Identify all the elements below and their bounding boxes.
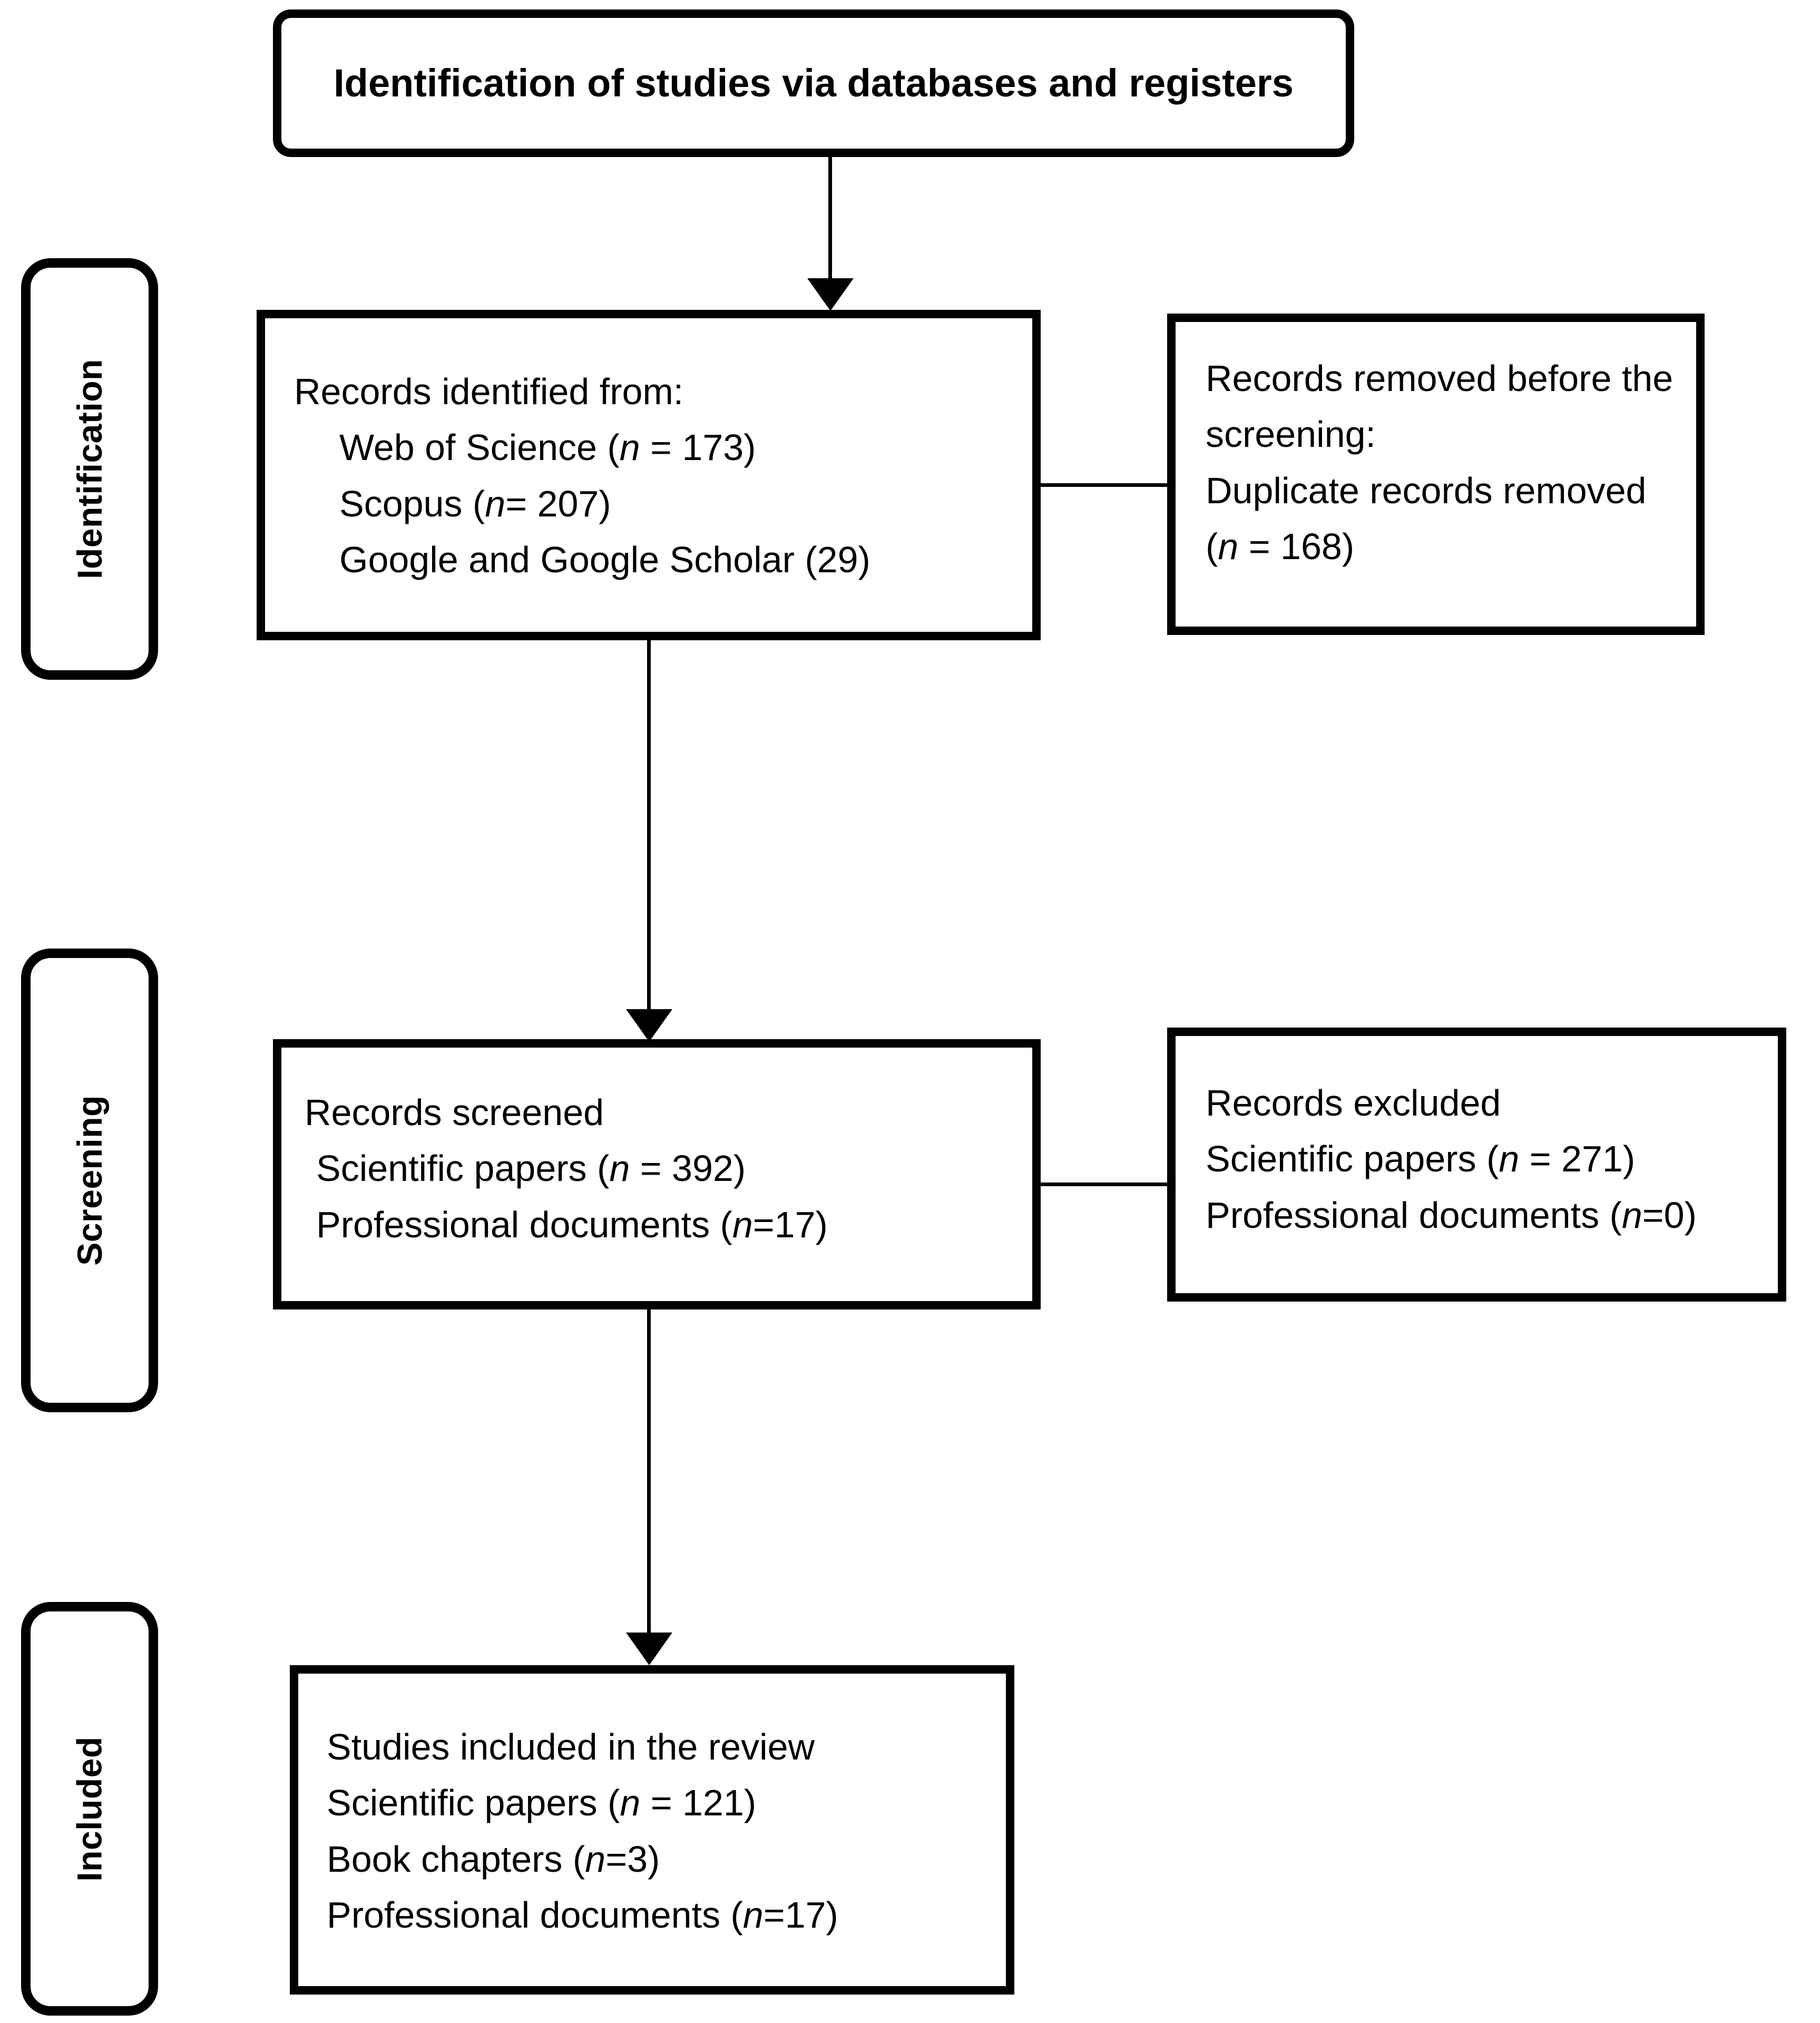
- line-excluded-professional-documents: Professional documents (n=0): [1206, 1194, 1697, 1236]
- studies-included-text: Studies included in the review Scientifi…: [327, 1719, 996, 1943]
- line-web-of-science: Web of Science (n = 173): [339, 427, 756, 468]
- line-included-scientific-papers: Scientific papers (n = 121): [327, 1782, 757, 1824]
- line-duplicates-count: (n = 168): [1206, 526, 1355, 568]
- phase-label-screening: Screening: [70, 1095, 110, 1266]
- line-removed-before-screening-2: screening:: [1206, 414, 1376, 455]
- arrowhead-title-to-identified: [807, 278, 854, 311]
- line-studies-included-in-review: Studies included in the review: [327, 1726, 815, 1767]
- line-google-scholar: Google and Google Scholar (29): [339, 539, 870, 581]
- records-excluded-box: [1167, 1028, 1786, 1302]
- records-removed-box: [1167, 314, 1705, 635]
- records-identified-text: Records identified from: Web of Science …: [294, 364, 1011, 588]
- line-removed-before-screening-1: Records removed before the: [1206, 358, 1674, 399]
- connector-screened-to-excluded: [1041, 1182, 1200, 1186]
- line-included-book-chapters: Book chapters (n=3): [327, 1838, 660, 1880]
- phase-label-identification: Identification: [70, 359, 110, 579]
- line-screened-professional-documents: Professional documents (n=17): [316, 1204, 828, 1245]
- phase-rail-screening: Screening: [21, 949, 158, 1412]
- connector-identified-to-removed: [1041, 483, 1200, 487]
- line-records-identified-from: Records identified from:: [294, 371, 684, 412]
- phase-label-included: Included: [70, 1736, 110, 1882]
- line-records-excluded: Records excluded: [1206, 1082, 1501, 1123]
- connector-screened-to-included: [647, 1309, 651, 1649]
- line-screened-scientific-papers: Scientific papers (n = 392): [316, 1148, 746, 1189]
- diagram-title-box: Identification of studies via databases …: [273, 9, 1354, 157]
- studies-included-box: [290, 1665, 1014, 1995]
- phase-rail-included: Included: [21, 1602, 158, 2016]
- records-excluded-text: Records excluded Scientific papers (n = …: [1206, 1075, 1764, 1243]
- arrowhead-screened-to-included: [626, 1633, 672, 1665]
- line-duplicate-records-removed: Duplicate records removed: [1206, 470, 1647, 511]
- records-screened-box: [273, 1039, 1041, 1309]
- line-included-professional-documents: Professional documents (n=17): [327, 1894, 838, 1936]
- records-removed-text: Records removed before the screening: Du…: [1206, 350, 1675, 575]
- diagram-title: Identification of studies via databases …: [334, 61, 1294, 105]
- line-records-screened: Records screened: [305, 1092, 604, 1133]
- phase-rail-identification: Identification: [21, 258, 158, 680]
- arrowhead-identified-to-screened: [626, 1009, 672, 1042]
- line-excluded-scientific-papers: Scientific papers (n = 271): [1206, 1138, 1636, 1180]
- line-scopus: Scopus (n= 207): [339, 483, 611, 524]
- records-identified-box: [257, 310, 1041, 640]
- records-screened-text: Records screened Scientific papers (n = …: [305, 1084, 1005, 1253]
- connector-identified-to-screened: [647, 640, 651, 1020]
- connector-title-to-identified: [828, 157, 832, 288]
